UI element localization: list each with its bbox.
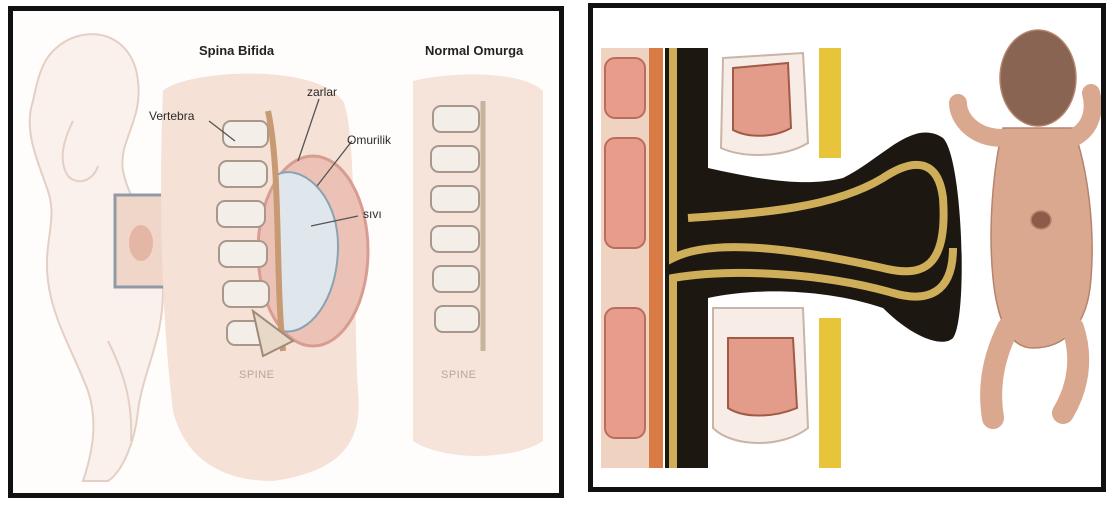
zarlar-label: zarlar [307, 85, 337, 99]
spina-bifida-illustration-panel: Spina Bifida Normal Omurga Vertebra zarl… [8, 6, 564, 498]
sivi-label: sıvı [363, 207, 382, 221]
lesion-bulge [129, 225, 153, 261]
spine-label-right: SPINE [441, 369, 477, 381]
omurilik-label: Omurilik [347, 133, 391, 147]
myelomeningocele-illustration-panel [588, 3, 1106, 492]
myelomeningocele-drawing [593, 8, 1101, 487]
vertebra-label: Vertebra [149, 109, 194, 123]
spine-label-left: SPINE [239, 369, 275, 381]
normal-spine-section [413, 74, 543, 456]
spina-bifida-section [161, 74, 368, 482]
spina-bifida-drawing [13, 11, 559, 493]
spina-bifida-heading: Spina Bifida [199, 43, 274, 58]
normal-spine-heading: Normal Omurga [425, 43, 523, 58]
